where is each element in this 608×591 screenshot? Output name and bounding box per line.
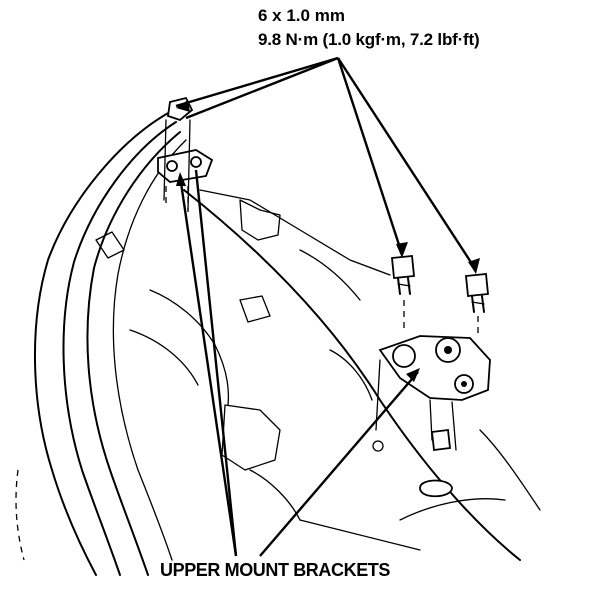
right-mount-bracket bbox=[372, 335, 491, 498]
fender-contours bbox=[15, 111, 187, 576]
spec-leader-lines bbox=[175, 56, 480, 274]
brackets-label: UPPER MOUNT BRACKETS bbox=[160, 560, 391, 580]
bracket-leader-lines bbox=[176, 169, 420, 557]
bolt-icon bbox=[391, 255, 415, 295]
bolt-icon bbox=[465, 273, 489, 313]
fastener-size-label: 6 x 1.0 mm bbox=[258, 6, 345, 25]
torque-spec-label: 9.8 N·m (1.0 kgf·m, 7.2 lbf·ft) bbox=[258, 30, 480, 49]
